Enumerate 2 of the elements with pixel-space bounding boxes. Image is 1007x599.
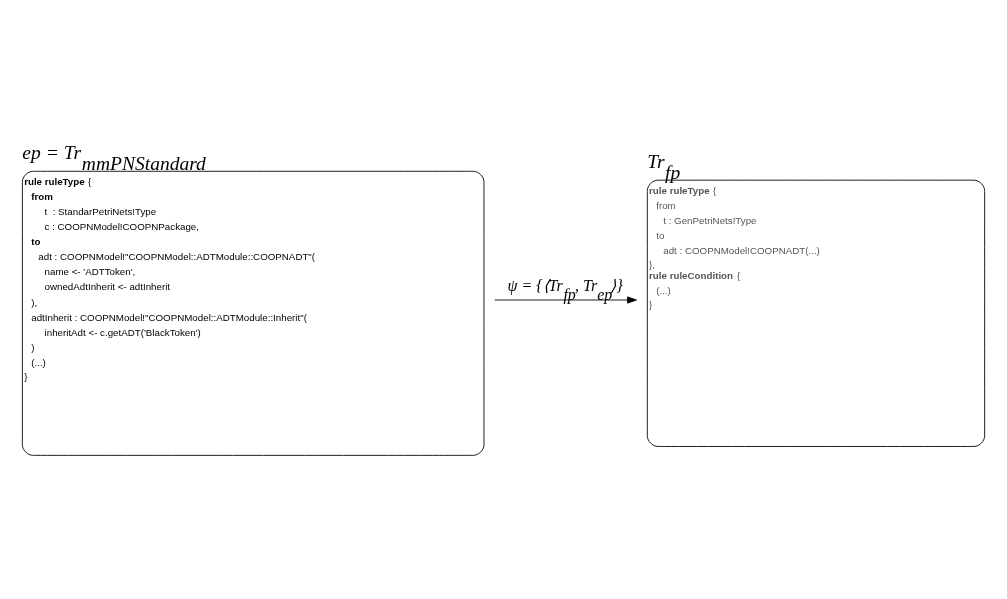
arrow — [494, 295, 637, 304]
node-box: rule ruleType { from t : StandarPetriNets!Type c : COOPNModel!COOPNPackage, to adt : COOPNModel!"COOPNModel::ADTModule::COOPNADT"( name <- 'ADTToken', ownedAdtInherit <- adtInherit ), adtInherit : COOPNModel!"COOPNModel::ADTModule::Inherit"( inheritAdt <- c.getADT('BlackToken') ) (...) } — [21, 170, 485, 456]
